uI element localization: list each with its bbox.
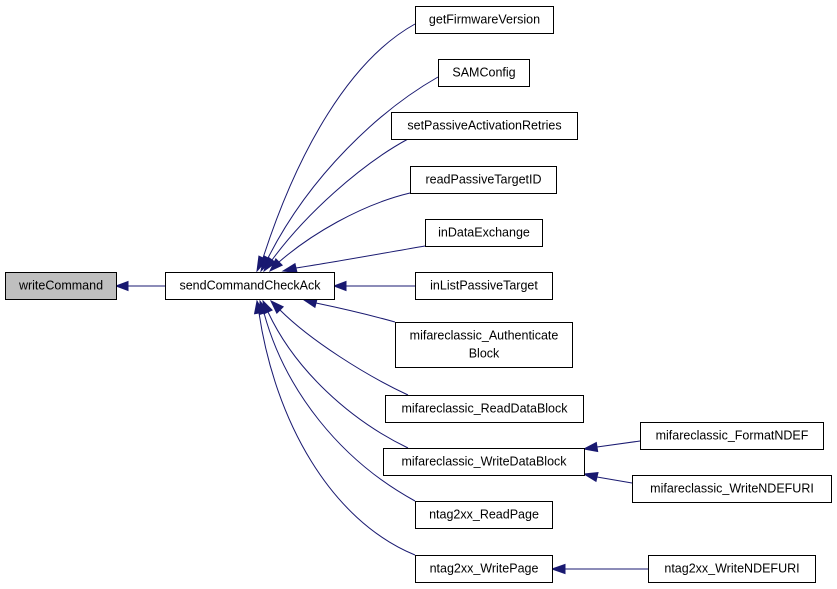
arrowhead-icon: [269, 299, 285, 315]
arrowhead-icon: [582, 472, 599, 483]
edge-line: [262, 23, 416, 259]
edge-line: [295, 245, 426, 269]
node-label: SAMConfig: [452, 66, 515, 80]
node-label: getFirmwareVersion: [429, 13, 540, 27]
node-label: writeCommand: [18, 279, 103, 293]
node-box: [165, 272, 335, 300]
node-sendcommandcheckack[interactable]: sendCommandCheckAck: [165, 272, 335, 300]
nodes-layer: writeCommand sendCommandCheckAck getFirmwa…: [5, 6, 832, 583]
node-box: [391, 112, 578, 140]
edge-line: [596, 476, 633, 484]
node-label: mifareclassic_WriteDataBlock: [401, 455, 567, 469]
node-label: Block: [469, 347, 500, 361]
edge-line: [271, 138, 409, 261]
node-box: [415, 501, 553, 529]
arrowhead-icon: [582, 441, 599, 453]
edge-ntag2xx-writendefuri-to-ntag2xx-writepage: [550, 563, 648, 575]
arrowhead-icon: [253, 299, 265, 315]
node-box: [438, 59, 530, 87]
edge-readpassivetargetid-to-sendcommandcheckack: [268, 192, 411, 273]
edge-indataexchange-to-sendcommandcheckack: [281, 245, 426, 273]
node-label: inDataExchange: [438, 226, 530, 240]
node-indataexchange[interactable]: inDataExchange: [425, 219, 543, 247]
edge-line: [267, 311, 409, 449]
node-box: [415, 6, 554, 34]
node-mifareclassic-formatndef[interactable]: mifareclassic_FormatNDEF: [640, 422, 824, 450]
edge-mifareclassic-formatndef-to-mifareclassic-writedatablock: [582, 440, 641, 453]
node-writecommand[interactable]: writeCommand: [5, 272, 117, 300]
node-label: ntag2xx_WritePage: [430, 562, 539, 576]
node-samconfig[interactable]: SAMConfig: [438, 59, 530, 87]
edge-line: [267, 76, 439, 259]
arrowhead-icon: [281, 262, 298, 273]
node-label: mifareclassic_Authenticate: [410, 329, 559, 343]
edge-line: [263, 312, 416, 502]
node-label: sendCommandCheckAck: [179, 279, 321, 293]
edge-line: [596, 440, 641, 448]
node-label: readPassiveTargetID: [425, 173, 541, 187]
node-inlistpassivetarget[interactable]: inListPassiveTarget: [415, 272, 553, 300]
edges-layer: [114, 23, 648, 575]
arrowhead-icon: [268, 257, 284, 273]
node-label: setPassiveActivationRetries: [407, 119, 561, 133]
arrowhead-icon: [332, 280, 347, 292]
edge-sendcommandcheckack-to-writecommand: [114, 280, 165, 292]
node-box: [632, 475, 832, 503]
node-box: [410, 166, 557, 194]
node-label: mifareclassic_ReadDataBlock: [401, 402, 568, 416]
edge-mifareclassic-authenticateblock-to-sendcommandcheckack: [302, 298, 396, 323]
node-mifareclassic-writedatablock[interactable]: mifareclassic_WriteDataBlock: [383, 448, 585, 476]
edge-mifareclassic-writendefuri-to-mifareclassic-writedatablock: [582, 472, 633, 484]
node-ntag2xx-writepage[interactable]: ntag2xx_WritePage: [415, 555, 553, 583]
edge-mifareclassic-writedatablock-to-sendcommandcheckack: [262, 299, 409, 449]
node-getfirmwareversion[interactable]: getFirmwareVersion: [415, 6, 554, 34]
edge-ntag2xx-writepage-to-sendcommandcheckack: [253, 299, 416, 556]
node-label: inListPassiveTarget: [430, 279, 538, 293]
edge-line: [279, 309, 409, 396]
edge-mifareclassic-readdatablock-to-sendcommandcheckack: [269, 299, 409, 396]
node-mifareclassic-readdatablock[interactable]: mifareclassic_ReadDataBlock: [385, 395, 584, 423]
node-label: ntag2xx_WriteNDEFURI: [664, 562, 799, 576]
node-box: [383, 448, 585, 476]
node-label: ntag2xx_ReadPage: [429, 508, 539, 522]
node-box: [648, 555, 816, 583]
edge-line: [258, 312, 416, 556]
arrowhead-icon: [550, 563, 566, 575]
node-box: [425, 219, 543, 247]
edge-line: [278, 192, 411, 263]
node-box: [395, 322, 573, 368]
node-box: [415, 555, 553, 583]
arrowhead-icon: [114, 280, 129, 292]
node-mifareclassic-writendefuri[interactable]: mifareclassic_WriteNDEFURI: [632, 475, 832, 503]
arrowhead-icon: [263, 256, 277, 273]
node-label: mifareclassic_FormatNDEF: [656, 429, 809, 443]
node-ntag2xx-readpage[interactable]: ntag2xx_ReadPage: [415, 501, 553, 529]
edge-line: [315, 302, 396, 323]
node-ntag2xx-writendefuri[interactable]: ntag2xx_WriteNDEFURI: [648, 555, 816, 583]
edge-setpassiveactivationretries-to-sendcommandcheckack: [263, 138, 409, 273]
node-box: [640, 422, 824, 450]
edge-inlistpassivetarget-to-sendcommandcheckack: [332, 280, 415, 292]
node-readpassivetargetid[interactable]: readPassiveTargetID: [410, 166, 557, 194]
node-box: [5, 272, 117, 300]
node-label: mifareclassic_WriteNDEFURI: [650, 482, 814, 496]
node-box: [385, 395, 584, 423]
node-setpassiveactivationretries[interactable]: setPassiveActivationRetries: [391, 112, 578, 140]
node-box: [415, 272, 553, 300]
